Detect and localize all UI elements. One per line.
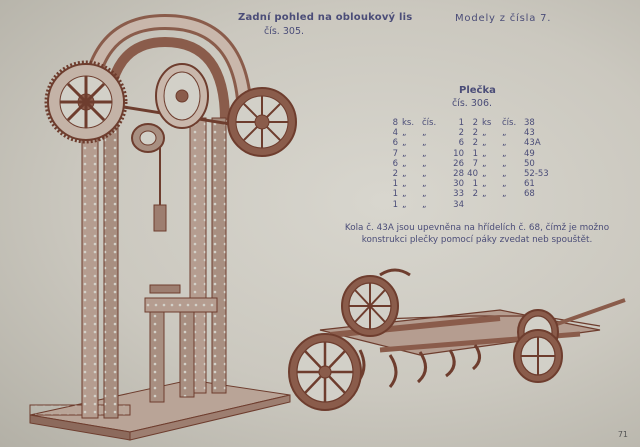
part-number: 2 — [458, 128, 464, 139]
parts-row: 6 „ „ 26 — [384, 159, 464, 169]
part-quantity: 4 — [392, 128, 398, 139]
part-unit: „ — [402, 189, 407, 200]
page-number: 71 — [617, 430, 628, 439]
part-unit: „ — [482, 179, 487, 190]
part-quantity: 1 — [392, 199, 398, 210]
second-model-number: čís. 306. — [452, 98, 493, 109]
parts-row: 1 „ „ 61 — [462, 179, 558, 189]
part-quantity: 2 — [472, 128, 478, 139]
part-quantity: 2 — [472, 118, 478, 128]
part-number: 38 — [524, 118, 535, 128]
parts-row: 7 „ „ 10 — [384, 149, 464, 159]
part-number-label: „ — [422, 158, 427, 169]
part-unit: „ — [482, 158, 487, 169]
part-number: 52-53 — [524, 169, 549, 180]
part-number: 10 — [453, 148, 464, 159]
part-number: 43A — [524, 138, 541, 149]
part-unit: „ — [402, 199, 407, 210]
part-number-label: „ — [422, 189, 427, 200]
part-unit: „ — [482, 138, 487, 149]
part-quantity: 1 — [392, 179, 398, 190]
part-unit: „ — [482, 128, 487, 139]
part-quantity: 2 — [392, 169, 398, 180]
part-number: 33 — [453, 189, 464, 200]
parts-row: 1 „ „ 30 — [384, 179, 464, 189]
part-number: 61 — [524, 179, 535, 190]
part-number-label: „ — [502, 158, 507, 169]
parts-row: 2 „ „ 28 — [384, 169, 464, 179]
assembly-note-line1: Kola č. 43A jsou upevněna na hřídelích č… — [344, 223, 610, 233]
part-number: 68 — [524, 189, 535, 200]
part-quantity: 7 — [392, 148, 398, 159]
part-unit: „ — [482, 148, 487, 159]
part-number: 49 — [524, 148, 535, 159]
part-quantity: 1 — [472, 148, 478, 159]
part-quantity: 6 — [392, 138, 398, 149]
part-number-label: „ — [422, 179, 427, 190]
part-quantity: 2 — [472, 138, 478, 149]
part-number-label: čís. — [422, 118, 437, 128]
part-number-label: „ — [502, 169, 507, 180]
part-unit: „ — [402, 179, 407, 190]
part-number-label: „ — [502, 148, 507, 159]
part-number-label: „ — [502, 179, 507, 190]
part-unit: ks. — [402, 118, 415, 128]
part-number: 43 — [524, 128, 535, 139]
parts-row: 2 „ „ 43A — [462, 138, 558, 148]
parts-row: 2 „ „ 68 — [462, 189, 558, 199]
part-number: 26 — [453, 158, 464, 169]
part-quantity: 1 — [472, 179, 478, 190]
part-unit: „ — [402, 128, 407, 139]
part-quantity: 40 — [467, 169, 478, 180]
parts-row: 8 ks. čís. 1 — [384, 118, 464, 128]
part-number-label: „ — [502, 138, 507, 149]
part-unit: „ — [482, 169, 487, 180]
part-number-label: „ — [502, 128, 507, 139]
part-number-label: „ — [422, 138, 427, 149]
part-number: 50 — [524, 158, 535, 169]
part-unit: „ — [402, 169, 407, 180]
part-number: 28 — [453, 169, 464, 180]
parts-row: 6 „ „ 6 — [384, 138, 464, 148]
part-unit: „ — [402, 138, 407, 149]
part-quantity: 2 — [472, 189, 478, 200]
part-number: 30 — [453, 179, 464, 190]
part-number: 6 — [458, 138, 464, 149]
series-label: Modely z čísla 7. — [455, 13, 552, 24]
assembly-note: Kola č. 43A jsou upevněna na hřídelích č… — [327, 222, 627, 246]
parts-row: 1 „ „ 34 — [384, 200, 464, 210]
part-quantity: 6 — [392, 158, 398, 169]
part-number: 1 — [458, 118, 464, 128]
parts-row: 4 „ „ 2 — [384, 128, 464, 138]
parts-row: 1 „ „ 49 — [462, 149, 558, 159]
assembly-note-line2: konstrukci plečky pomocí páky zvedat neb… — [361, 235, 593, 245]
part-number-label: čís. — [502, 118, 517, 128]
part-number: 34 — [453, 199, 464, 210]
part-unit: „ — [402, 158, 407, 169]
parts-row: 2 ks čís. 38 — [462, 118, 558, 128]
part-number-label: „ — [422, 148, 427, 159]
part-number-label: „ — [422, 128, 427, 139]
part-unit: „ — [402, 148, 407, 159]
part-quantity: 1 — [392, 189, 398, 200]
parts-row: 2 „ „ 43 — [462, 128, 558, 138]
parts-row: 40 „ „ 52-53 — [462, 169, 558, 179]
part-number-label: „ — [502, 189, 507, 200]
part-quantity: 7 — [472, 158, 478, 169]
part-unit: ks — [482, 118, 492, 128]
part-unit: „ — [482, 189, 487, 200]
front-model-title: Zadní pohled na obloukový lis — [238, 12, 413, 23]
part-quantity: 8 — [392, 118, 398, 128]
part-number-label: „ — [422, 199, 427, 210]
part-number-label: „ — [422, 169, 427, 180]
front-model-number: čís. 305. — [264, 26, 305, 37]
parts-row: 7 „ „ 50 — [462, 159, 558, 169]
parts-row: 1 „ „ 33 — [384, 189, 464, 199]
second-model-title: Plečka — [459, 85, 496, 96]
